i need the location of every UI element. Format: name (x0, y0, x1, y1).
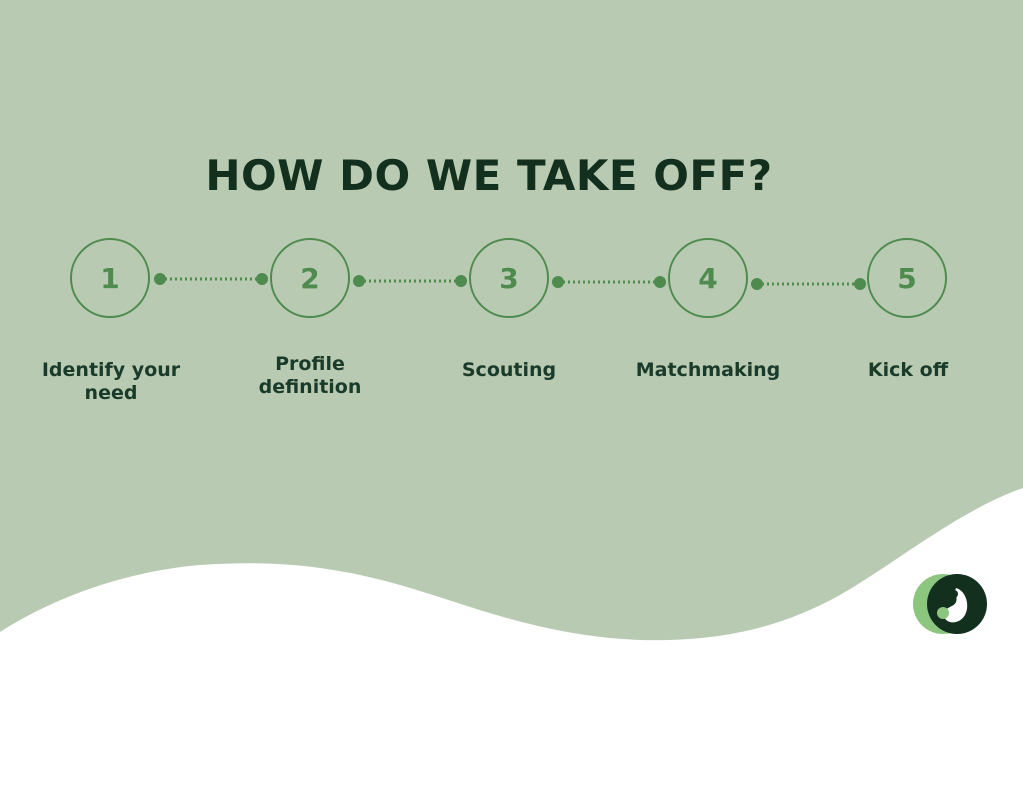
step-5-circle: 5 (867, 238, 947, 318)
step-3-label: Scouting (461, 359, 557, 381)
step-1-number: 1 (100, 261, 120, 295)
brand-logo-icon (913, 574, 987, 634)
step-2-label: Profile definition (258, 353, 362, 398)
connector-1-2 (154, 273, 268, 285)
connector-2-3 (353, 275, 467, 287)
page-title: HOW DO WE TAKE OFF? (205, 151, 773, 200)
step-1-label: Identify your need (41, 359, 181, 404)
step-5-label: Kick off (867, 359, 949, 381)
connector-3-4 (552, 276, 666, 288)
step-2-number: 2 (300, 261, 320, 295)
step-1-circle: 1 (70, 238, 150, 318)
step-2-circle: 2 (270, 238, 350, 318)
step-3-circle: 3 (469, 238, 549, 318)
step-4-label: Matchmaking (635, 359, 781, 381)
step-3-number: 3 (499, 261, 519, 295)
step-5-number: 5 (897, 261, 917, 295)
connector-4-5 (751, 278, 866, 290)
step-4-number: 4 (698, 261, 718, 295)
step-4-circle: 4 (668, 238, 748, 318)
wave-shape (0, 0, 1023, 641)
